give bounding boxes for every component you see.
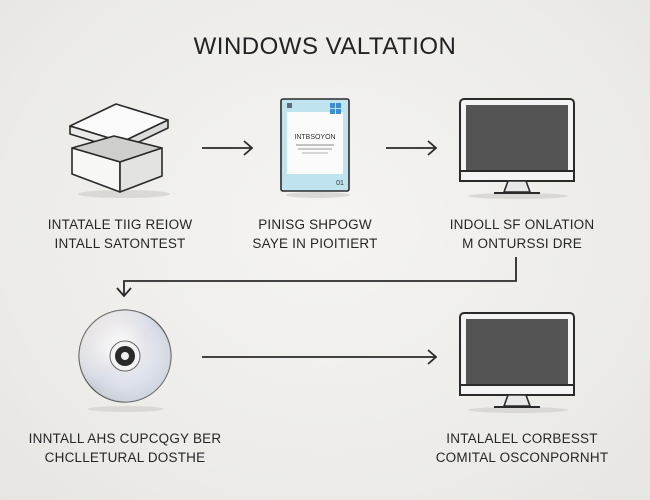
installation-guide-icon: INTBSOYON 01 [280, 98, 350, 198]
diagram-title: WINDOWS VALTATION [193, 33, 457, 60]
step-1-label: INTATALE TIIG REIOW INTALL SATONTEST [20, 215, 220, 253]
monitor-icon [459, 312, 575, 413]
step-2-label: PINISG SHPOGW SAYE IN PIOITIERT [225, 215, 405, 253]
arrow-connector [116, 257, 517, 298]
box-icon [69, 103, 170, 198]
step-2-line-2: SAYE IN PIOITIERT [252, 236, 378, 251]
step-3-line-1: INDOLL SF ONLATION [449, 217, 595, 232]
arrow-right-2 [386, 140, 438, 156]
step-1-line-2: INTALL SATONTEST [54, 236, 186, 251]
step-5-line-1: INTALALEL CORBESST [446, 431, 598, 446]
step-5-label: INTALALEL CORBESST COMITAL OSCONPORNHT [412, 429, 632, 467]
step-5-line-2: COMITAL OSCONPORNHT [435, 450, 609, 465]
monitor-icon [459, 98, 575, 199]
step-4-line-2: CHCLLETURAL DOSTHE [44, 450, 206, 465]
step-4-line-1: INNTALL AHS CUPCQGY BER [28, 431, 222, 446]
step-1-line-1: INTATALE TIIG REIOW [47, 217, 193, 232]
doc-footer: 01 [336, 180, 344, 187]
step-3-line-2: M ONTURSSI DRE [462, 236, 582, 251]
doc-heading: INTBSOYON [294, 134, 335, 141]
arrow-right-1 [202, 140, 254, 156]
arrow-right-3 [202, 349, 438, 365]
step-2-line-1: PINISG SHPOGW [258, 217, 372, 232]
cd-disc-icon [78, 309, 172, 412]
step-3-label: INDOLL SF ONLATION M ONTURSSI DRE [412, 215, 632, 253]
step-4-label: INNTALL AHS CUPCQGY BER CHCLLETURAL DOST… [5, 429, 245, 467]
